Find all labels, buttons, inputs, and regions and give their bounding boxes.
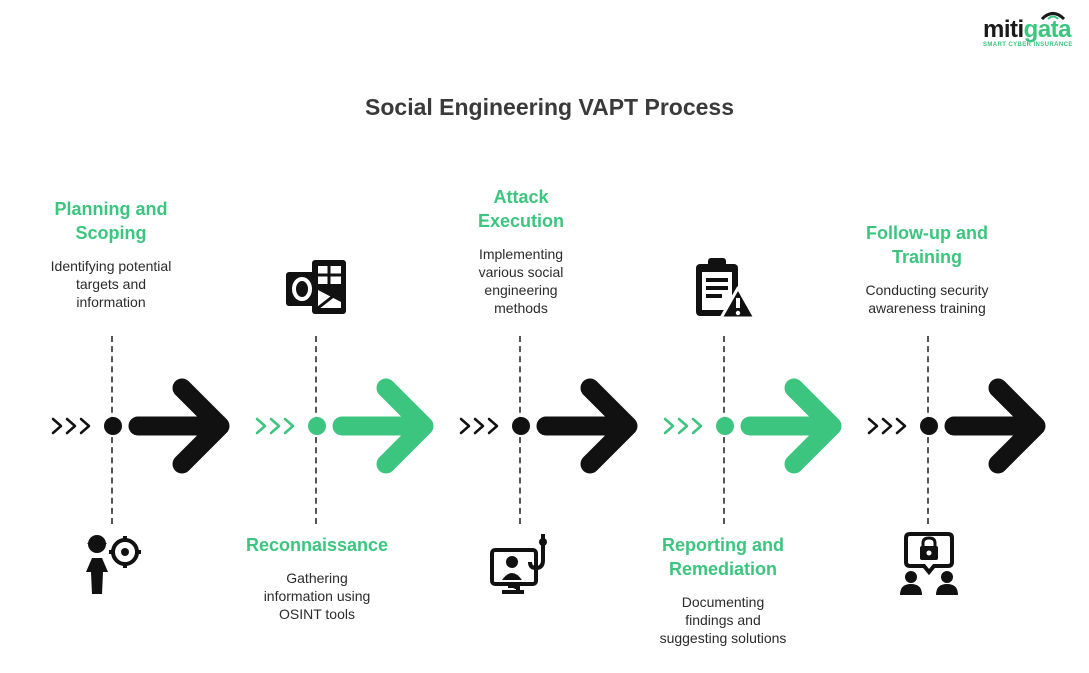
logo-word-dark: miti <box>983 16 1024 43</box>
step-description: Documenting findings and suggesting soluti… <box>638 593 808 647</box>
desc-line: findings and <box>685 612 761 628</box>
logo-arc-icon <box>1040 12 1066 20</box>
monitor-hook-icon <box>490 534 547 594</box>
arrow-segment-1 <box>51 378 230 474</box>
connector-line <box>315 336 317 524</box>
arrow-segment-4 <box>663 378 842 474</box>
connector-line <box>519 336 521 524</box>
outlook-icon <box>286 260 346 314</box>
desc-line: suggesting solutions <box>659 630 787 646</box>
desc-line: methods <box>494 300 548 316</box>
step-title-line: Training <box>891 247 962 267</box>
step-title-line: Reporting and <box>662 535 784 555</box>
desc-line: engineering <box>484 282 558 298</box>
connector-line <box>111 336 113 524</box>
step-reconnaissance: Reconnaissance Gathering information usin… <box>232 533 402 623</box>
report-warning-icon <box>696 258 756 320</box>
desc-line: Gathering <box>286 570 348 586</box>
arrow-segment-5 <box>867 378 1046 474</box>
step-description: Identifying potential targets and informat… <box>26 257 196 311</box>
desc-line: information <box>76 294 146 310</box>
logo-wordmark: mitigata <box>983 16 1072 44</box>
arrow-segment-2 <box>255 378 434 474</box>
desc-line: Documenting <box>681 594 765 610</box>
step-title-line: Remediation <box>668 559 778 579</box>
step-description: Conducting security awareness training <box>842 281 1012 317</box>
step-title-line: Reconnaissance <box>245 535 389 555</box>
desc-line: information using <box>263 588 371 604</box>
desc-line: Conducting security <box>865 282 989 298</box>
step-description: Implementing various social engineering met… <box>436 245 606 317</box>
people-lock-icon <box>900 532 958 595</box>
logo-word-green: gata <box>1023 16 1072 43</box>
mitigata-logo: mitigata SMART CYBER INSURANCE <box>983 12 1073 54</box>
desc-line: targets and <box>75 276 147 292</box>
connector-line <box>927 336 929 524</box>
desc-line: Implementing <box>478 246 564 262</box>
page-title: Social Engineering VAPT Process <box>365 94 734 120</box>
arrow-segment-3 <box>459 378 638 474</box>
person-target-icon <box>86 535 141 594</box>
logo-tagline: SMART CYBER INSURANCE <box>983 42 1073 48</box>
step-title-line: Scoping <box>75 223 147 243</box>
step-title-line: Attack <box>493 187 549 207</box>
desc-line: OSINT tools <box>279 606 355 622</box>
connector-line <box>723 336 725 524</box>
step-title: Reconnaissance <box>232 533 402 557</box>
desc-line: various social <box>478 264 564 280</box>
desc-line: Identifying potential <box>50 258 172 274</box>
step-title-line: Execution <box>477 211 565 231</box>
step-title-line: Follow-up and <box>866 223 988 243</box>
step-title-line: Planning and <box>54 199 168 219</box>
desc-line: awareness training <box>868 300 986 316</box>
